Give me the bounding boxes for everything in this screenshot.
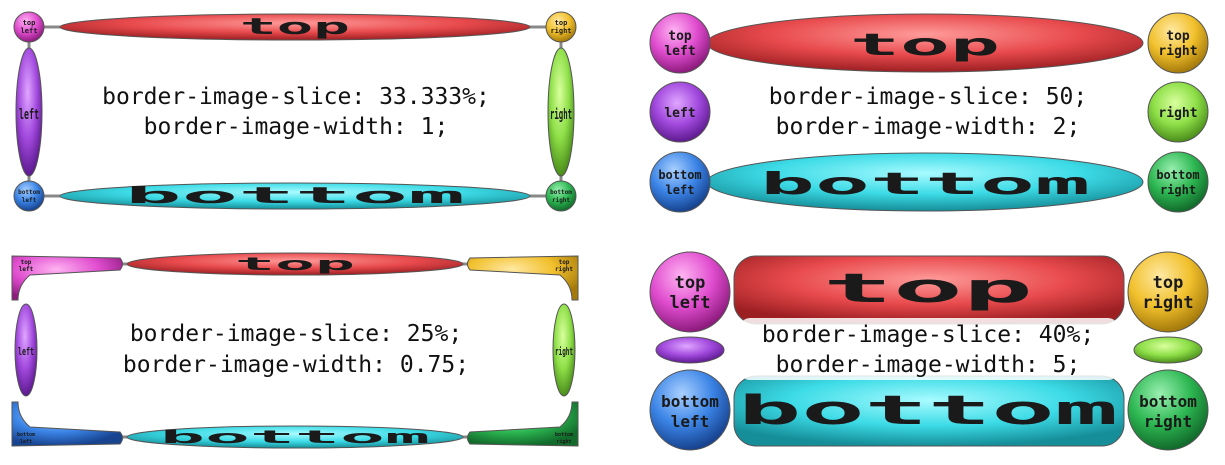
top-right-corner	[467, 255, 579, 301]
bottom-right-corner-label-2: right	[552, 197, 570, 204]
top-left-corner-label-1: top	[23, 19, 36, 27]
top-right-corner	[1127, 251, 1209, 333]
right-edge-label: right	[1158, 106, 1197, 121]
top-right-corner-label-1: top	[1166, 29, 1190, 44]
top-left-corner	[11, 255, 123, 301]
bottom-right-corner-label-2: right	[1144, 412, 1192, 431]
top-right-corner-label-1: top	[555, 19, 568, 27]
top-edge-ellipse	[59, 13, 531, 41]
top-edge-label: top	[850, 28, 1000, 63]
panel-1: top bottom left right top left top right…	[13, 11, 577, 212]
top-right-corner-label-2: right	[555, 266, 573, 273]
bottom-edge-label: bottom	[125, 184, 465, 209]
panel-3: top bottom top left top right left right…	[11, 252, 579, 449]
top-left-corner-label-1: top	[675, 273, 706, 293]
bottom-left-corner-label-2: left	[20, 439, 32, 445]
top-left-corner-label-2: left	[19, 266, 34, 273]
top-right-corner-label-2: right	[1158, 44, 1197, 59]
bottom-left-corner	[13, 180, 45, 212]
top-left-corner-label-2: left	[670, 293, 711, 313]
bottom-edge-label: bottom	[738, 388, 1118, 434]
top-left-corner-label-1: top	[21, 259, 32, 266]
bottom-right-corner	[1147, 151, 1209, 213]
right-edge-circle	[1147, 81, 1209, 143]
panel-4: top bottom top left top right bottom lef…	[649, 251, 1209, 451]
right-edge-sliver	[1133, 336, 1203, 364]
panel-3-slice-text: border-image-slice: 25%;	[130, 321, 462, 347]
top-left-corner-label-2: left	[21, 27, 38, 35]
bottom-right-corner-label-1: bottom	[550, 189, 572, 196]
bottom-left-corner-label-1: bottom	[18, 189, 40, 196]
left-edge-label: left	[664, 106, 695, 121]
panel-1-slice-text: border-image-slice: 33.333%;	[102, 84, 490, 110]
top-right-corner-label-2: right	[550, 27, 571, 35]
bottom-edge-label: bottom	[160, 427, 431, 448]
right-edge-ellipse	[547, 47, 575, 177]
bottom-left-corner-label-2: left	[671, 412, 710, 431]
bottom-right-corner-label-1: bottom	[1139, 392, 1197, 411]
panel-2-width-text: border-image-width: 2;	[776, 114, 1081, 140]
panel-1-width-text: border-image-width: 1;	[144, 114, 449, 140]
top-left-corner	[649, 251, 731, 333]
bottom-left-corner	[649, 369, 731, 451]
right-edge-label: right	[555, 345, 573, 358]
bottom-left-corner-label-2: left	[666, 183, 695, 197]
bottom-right-corner	[467, 401, 579, 447]
top-right-corner-label-1: top	[1153, 273, 1184, 293]
top-right-corner-label-2: right	[1142, 293, 1193, 313]
top-left-corner	[649, 12, 711, 74]
bottom-right-corner	[1127, 369, 1209, 451]
panel-2-slice-text: border-image-slice: 50;	[769, 84, 1088, 110]
bottom-left-corner-label-1: bottom	[661, 392, 719, 411]
panel-4-slice-text: border-image-slice: 40%;	[762, 322, 1094, 348]
bottom-left-corner	[649, 151, 711, 213]
bottom-right-corner-label-2: right	[1160, 183, 1196, 197]
bottom-right-corner-label-1: bottom	[555, 432, 573, 438]
top-edge-ellipse	[126, 252, 464, 276]
bottom-right-corner-label-1: bottom	[1156, 168, 1199, 182]
panel-2: top bottom top left top right left right…	[649, 12, 1209, 213]
top-edge-label: top	[235, 254, 356, 275]
left-edge-label: left	[18, 345, 34, 358]
top-right-corner	[545, 11, 577, 43]
panel-4-width-text: border-image-width: 5;	[776, 352, 1081, 378]
right-edge-ellipse	[552, 303, 576, 397]
bottom-left-corner-label-2: left	[22, 197, 37, 204]
top-right-corner	[1147, 12, 1209, 74]
left-edge-ellipse	[15, 47, 43, 177]
top-left-corner-label-1: top	[668, 29, 692, 44]
top-right-corner-label-1: top	[559, 259, 570, 266]
bottom-right-corner-label-2: right	[556, 439, 571, 445]
right-edge-label: right	[550, 107, 572, 123]
bottom-left-corner-label-1: bottom	[658, 168, 701, 182]
bottom-edge-label: bottom	[760, 167, 1090, 202]
top-edge-label: top	[240, 15, 350, 40]
bottom-edge-ellipse	[59, 182, 531, 210]
top-left-corner	[13, 11, 45, 43]
bottom-edge-ellipse	[126, 425, 464, 449]
bottom-left-corner	[11, 401, 123, 447]
top-left-corner-label-2: left	[664, 44, 695, 59]
left-edge-ellipse	[14, 303, 38, 397]
left-edge-circle	[649, 81, 711, 143]
left-edge-label: left	[19, 107, 39, 123]
bottom-right-corner	[545, 180, 577, 212]
panel-3-width-text: border-image-width: 0.75;	[123, 352, 469, 378]
bottom-left-corner-label-1: bottom	[17, 432, 35, 438]
top-edge-label: top	[823, 266, 1033, 312]
left-edge-sliver	[655, 336, 725, 364]
